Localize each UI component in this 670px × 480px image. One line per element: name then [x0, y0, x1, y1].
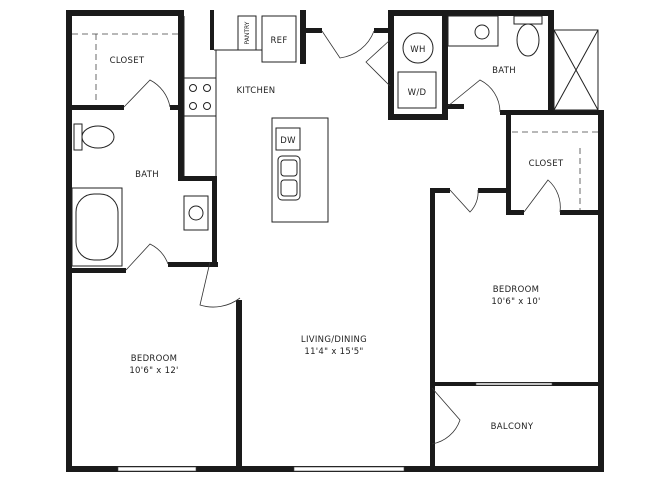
closet-right-label: CLOSET: [529, 159, 564, 169]
bedroom-right-label: BEDROOM: [493, 285, 539, 295]
ref-label: REF: [270, 36, 287, 46]
balcony-label: BALCONY: [491, 422, 534, 432]
wd-label: W/D: [408, 88, 427, 98]
living-dims: 11'4" x 15'5": [304, 347, 363, 357]
bedroom-right-dims: 10'6" x 10': [491, 297, 540, 307]
windows: [117, 382, 553, 472]
wh-label: WH: [410, 45, 425, 55]
closet-left-label: CLOSET: [110, 56, 145, 66]
kitchen-label: KITCHEN: [237, 86, 276, 96]
bathtub: [71, 187, 123, 267]
right-closet-shelf: [512, 131, 598, 210]
kitchen-island: [271, 117, 329, 223]
bedroom-left-label: BEDROOM: [131, 354, 177, 364]
sink-left: [183, 195, 209, 231]
dw-label: DW: [280, 136, 296, 146]
pantry-label: PANTRY: [244, 21, 251, 44]
sink-right: [447, 15, 499, 47]
left-closet-shelf: [72, 33, 178, 104]
bath-left-label: BATH: [135, 170, 159, 180]
shower: [553, 29, 599, 111]
stove: [183, 77, 217, 117]
pantry-box: [237, 15, 257, 51]
bath-right-label: BATH: [492, 66, 516, 76]
bedroom-left-dims: 10'6" x 12': [129, 366, 178, 376]
toilet-right: [513, 15, 543, 57]
living-label: LIVING/DINING: [301, 335, 367, 345]
doors: [123, 30, 561, 445]
toilet-left: [73, 123, 115, 151]
water-heater: [402, 32, 434, 64]
refrigerator: [261, 15, 297, 63]
exterior-walls: [66, 10, 604, 472]
washer-dryer: [397, 71, 437, 109]
interior-walls: [66, 10, 604, 472]
